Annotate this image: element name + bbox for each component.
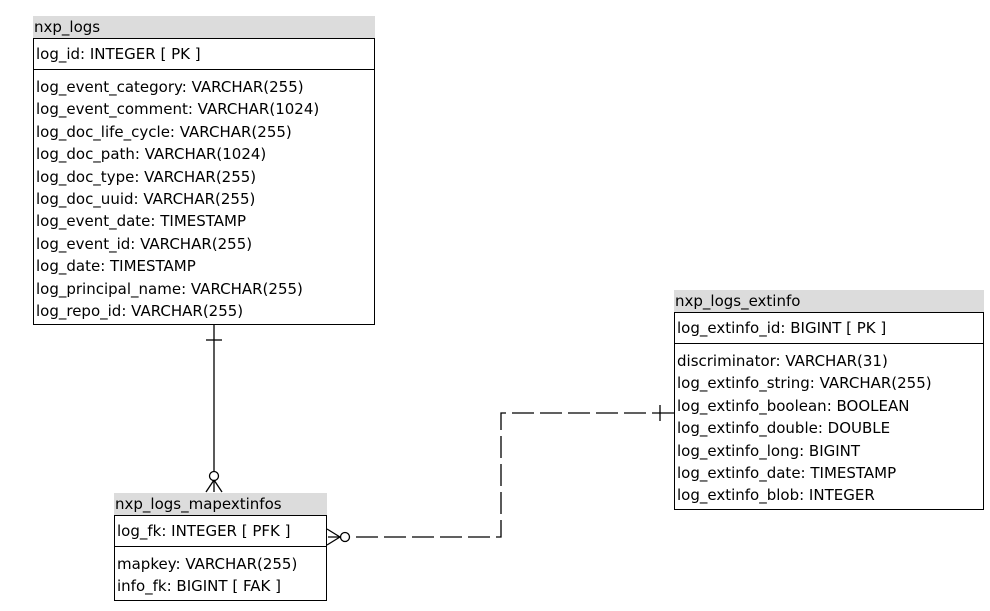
attribute: log_extinfo_date: TIMESTAMP [677, 464, 897, 483]
attribute: log_repo_id: VARCHAR(255) [36, 302, 244, 321]
entity-title: nxp_logs [33, 16, 375, 38]
entity-title: nxp_logs_extinfo [674, 290, 984, 312]
attribute: log_doc_path: VARCHAR(1024) [36, 145, 267, 164]
crows-foot-top [326, 528, 341, 538]
primary-key: log_id: INTEGER [ PK ] [34, 39, 374, 70]
attribute-list: discriminator: VARCHAR(31) log_extinfo_s… [675, 344, 983, 509]
entity-title: nxp_logs_mapextinfos [114, 493, 327, 515]
relationship-logs-to-mapextinfos [205, 325, 223, 493]
relationship-line [327, 412, 674, 538]
attribute: info_fk: BIGINT [ FAK ] [117, 577, 281, 596]
attribute: mapkey: VARCHAR(255) [117, 555, 298, 573]
primary-key: log_fk: INTEGER [ PFK ] [115, 516, 326, 547]
attribute: discriminator: VARCHAR(31) [677, 352, 888, 370]
attribute: log_extinfo_long: BIGINT [677, 441, 861, 460]
attribute-list: mapkey: VARCHAR(255) info_fk: BIGINT [ F… [115, 547, 326, 600]
attribute: log_doc_life_cycle: VARCHAR(255) [36, 122, 292, 141]
attribute: log_doc_type: VARCHAR(255) [36, 167, 257, 186]
attribute: log_event_date: TIMESTAMP [36, 212, 247, 231]
crows-foot-left [205, 479, 215, 493]
attribute: log_extinfo_blob: INTEGER [677, 486, 875, 505]
cardinality-zero-mark [339, 531, 351, 543]
entity-body: log_extinfo_id: BIGINT [ PK ] discrimina… [674, 312, 984, 510]
attribute: log_doc_uuid: VARCHAR(255) [36, 190, 256, 209]
attribute: log_principal_name: VARCHAR(255) [36, 279, 303, 298]
primary-key: log_extinfo_id: BIGINT [ PK ] [675, 313, 983, 344]
attribute: log_event_comment: VARCHAR(1024) [36, 100, 320, 119]
entity-nxp-logs[interactable]: nxp_logs log_id: INTEGER [ PK ] log_even… [33, 16, 375, 326]
entity-nxp-logs-extinfo[interactable]: nxp_logs_extinfo log_extinfo_id: BIGINT … [674, 290, 984, 510]
attribute: log_event_id: VARCHAR(255) [36, 234, 253, 253]
attribute: log_extinfo_boolean: BOOLEAN [677, 396, 910, 415]
attribute: log_extinfo_string: VARCHAR(255) [677, 374, 932, 393]
crows-foot-bottom [326, 536, 341, 546]
entity-body: log_id: INTEGER [ PK ] log_event_categor… [33, 38, 375, 326]
attribute: log_event_category: VARCHAR(255) [36, 78, 304, 96]
relationship-extinfo-to-mapextinfos [326, 405, 674, 546]
attribute: log_extinfo_double: DOUBLE [677, 419, 891, 438]
cardinality-zero-mark [208, 470, 220, 482]
attribute: log_date: TIMESTAMP [36, 257, 196, 276]
attribute-list: log_event_category: VARCHAR(255) log_eve… [34, 70, 374, 324]
crows-foot-right [213, 479, 223, 493]
entity-nxp-logs-mapextinfos[interactable]: nxp_logs_mapextinfos log_fk: INTEGER [ P… [114, 493, 327, 601]
entity-body: log_fk: INTEGER [ PFK ] mapkey: VARCHAR(… [114, 515, 327, 601]
